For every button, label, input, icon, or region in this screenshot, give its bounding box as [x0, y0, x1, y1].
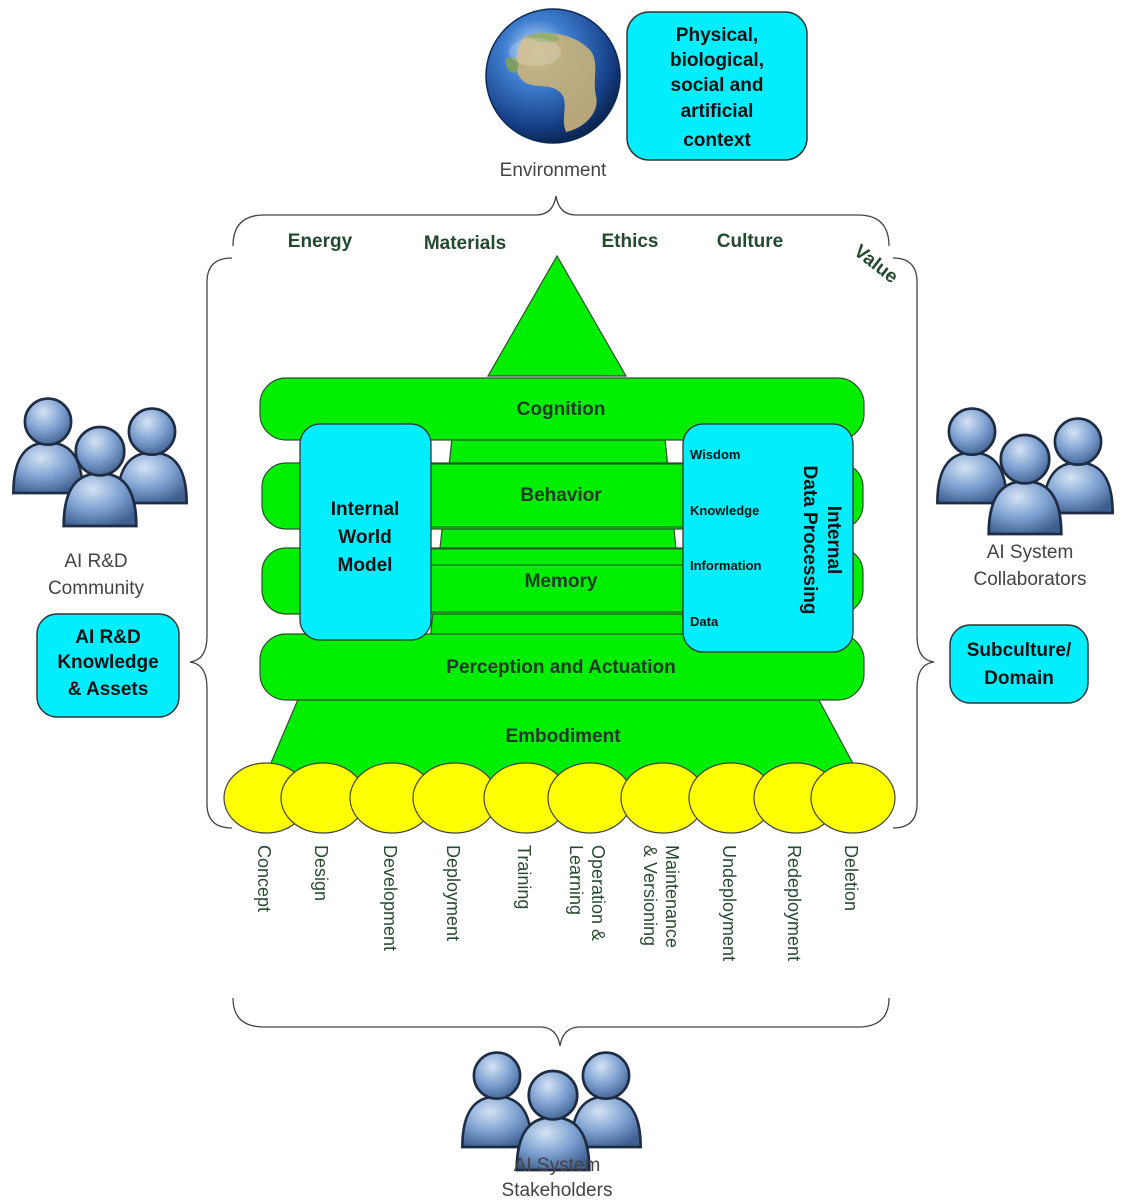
world-model-box [299, 423, 432, 641]
memory-label: Memory [525, 571, 598, 592]
context-box-line-2: biological, [670, 50, 764, 71]
context-box-line-4: artificial [681, 101, 754, 122]
right-group: AI System Collaborators Subculture/ Doma… [936, 407, 1114, 704]
knowledge-assets-box [36, 613, 180, 718]
knowledge-box-line-3: & Assets [68, 679, 149, 700]
data-processing-box [682, 423, 854, 653]
lifecycle-label-operation-1: Operation & [588, 845, 608, 941]
collaborators-people-icon [936, 407, 1114, 536]
lifecycle-label-design: Design [311, 845, 331, 901]
lifecycle-label-deployment: Deployment [443, 845, 463, 941]
left-group-label-2: Community [48, 578, 145, 599]
bottom-brace [232, 997, 890, 1047]
factor-value: Value [850, 241, 902, 288]
dikw-information: Information [690, 558, 762, 573]
lifecycle-ellipse-deletion [810, 762, 896, 834]
subculture-box-line-1: Subculture/ [967, 640, 1072, 661]
braces [189, 195, 935, 1047]
lifecycle-label-undeployment: Undeployment [719, 845, 739, 961]
lifecycle-label-maintenance-1: Maintenance [662, 845, 682, 948]
left-group-label-1: AI R&D [64, 551, 127, 572]
right-group-label-1: AI System [987, 542, 1074, 563]
factor-ethics: Ethics [601, 231, 658, 252]
environment-label: Environment [500, 160, 607, 181]
cognition-label: Cognition [517, 399, 606, 420]
behavior-label: Behavior [520, 485, 602, 506]
subculture-box-line-2: Domain [984, 668, 1054, 689]
lifecycle-label-deletion: Deletion [841, 845, 861, 911]
data-processing-line-1: Internal [823, 506, 844, 575]
environment-section: Environment Physical, biological, social… [485, 8, 808, 181]
bottom-group-label-2: Stakeholders [502, 1180, 613, 1201]
community-people-icon [12, 397, 188, 528]
bottom-group: AI System Stakeholders [461, 1051, 642, 1201]
lifecycle-label-maintenance-2: & Versioning [640, 845, 660, 946]
subculture-domain-box [949, 624, 1089, 704]
lifecycle-labels: Concept Design Development Deployment Tr… [254, 845, 861, 961]
right-brace [892, 257, 935, 829]
lifecycle-label-training: Training [514, 845, 534, 909]
world-model-line-2: World [338, 527, 391, 548]
factor-materials: Materials [424, 233, 506, 254]
earth-globe-icon [485, 8, 621, 144]
context-box-line-1: Physical, [676, 25, 758, 46]
knowledge-box-line-1: AI R&D [75, 627, 140, 648]
context-box-line-3: social and [671, 75, 764, 96]
lifecycle-label-development: Development [380, 845, 400, 951]
left-brace [189, 257, 233, 829]
dikw-wisdom: Wisdom [690, 447, 740, 462]
embodiment-label: Embodiment [505, 726, 621, 747]
factor-energy: Energy [288, 231, 353, 252]
world-model-line-3: Model [338, 555, 393, 576]
top-brace [232, 195, 890, 247]
right-group-label-2: Collaborators [974, 569, 1087, 590]
lifecycle-label-concept: Concept [254, 845, 274, 912]
world-model-line-1: Internal [331, 499, 400, 520]
lifecycle-ellipse-operation [547, 762, 633, 834]
environment-context-box [626, 11, 808, 161]
factor-culture: Culture [717, 231, 784, 252]
lifecycle-ellipses [223, 762, 896, 834]
top-triangle [486, 254, 628, 377]
left-group: AI R&D Community AI R&D Knowledge & Asse… [12, 397, 188, 718]
core-system: Embodiment Memory Behavior Cognition Per… [259, 254, 866, 785]
bottom-group-label-1: AI System [514, 1155, 601, 1176]
stakeholders-people-icon [461, 1051, 642, 1172]
lifecycle-label-operation-2: Learning [566, 845, 586, 915]
dikw-knowledge: Knowledge [690, 503, 759, 518]
context-factors: Energy Materials Ethics Culture Value [288, 231, 902, 288]
context-box-line-5: context [683, 130, 751, 151]
knowledge-box-line-2: Knowledge [57, 652, 158, 673]
dikw-data: Data [690, 614, 719, 629]
data-processing-line-2: Data Processing [799, 466, 820, 615]
lifecycle-label-redeployment: Redeployment [784, 845, 804, 961]
perception-label: Perception and Actuation [446, 657, 675, 678]
